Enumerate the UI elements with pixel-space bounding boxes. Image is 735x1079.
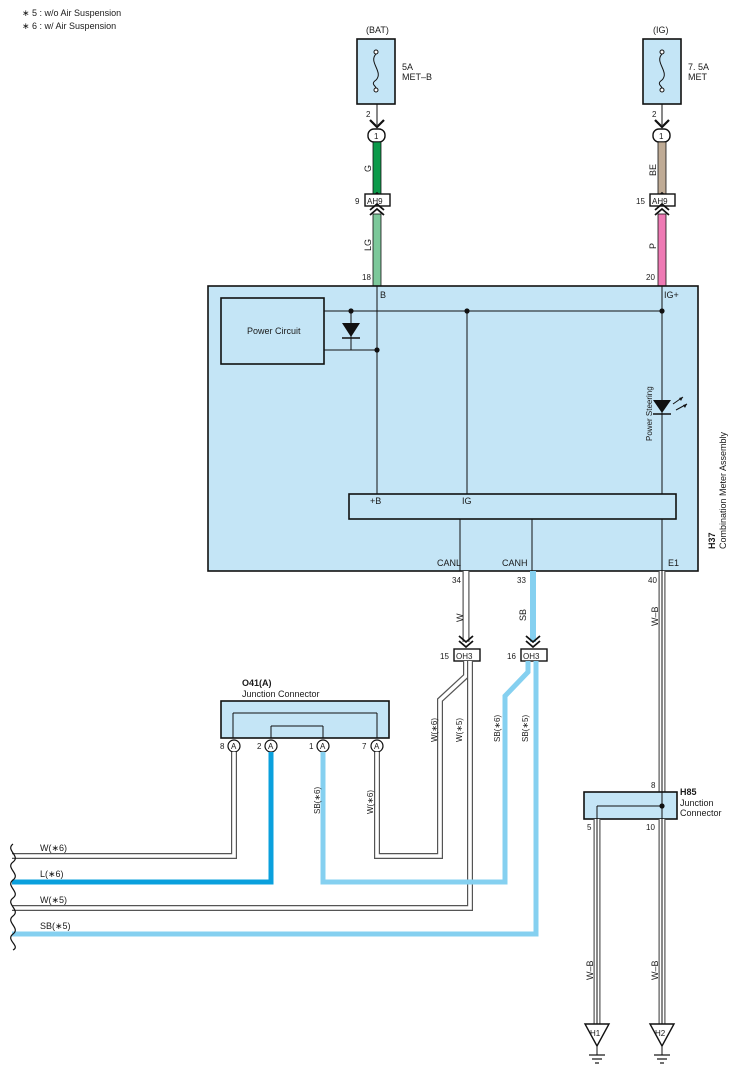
o41-code: O41(A) <box>242 678 272 688</box>
meter-pin-b-num: 18 <box>362 273 371 282</box>
power-circuit-block <box>220 297 325 365</box>
wire-canl-label: W <box>455 613 465 622</box>
wire-ground-h1-label: W–B <box>585 960 595 980</box>
wire-sb5-label-b: SB(∗5) <box>40 921 71 931</box>
wire-w5 <box>12 661 473 911</box>
o41-pin-7-letter: A <box>374 742 380 751</box>
ground-h1: H1 <box>583 1023 611 1064</box>
meter-pin-ig-num: 20 <box>646 273 655 282</box>
wire-g <box>372 141 382 195</box>
wire-sb6 <box>320 661 531 885</box>
wire-e1-label: W–B <box>650 606 660 626</box>
meter-pin-b: B <box>380 290 386 300</box>
wire-l6-label: L(∗6) <box>40 869 64 879</box>
h85-pin-8: 8 <box>651 781 656 790</box>
o41-pin-8-num: 8 <box>220 742 225 751</box>
fuse-ig-conn-pin: 1 <box>659 132 664 141</box>
o41-pin-1-num: 1 <box>309 742 314 751</box>
o41-pin-8-letter: A <box>231 742 237 751</box>
connector-ah9-left-pin: 9 <box>355 197 360 206</box>
fuse-ig: (IG) 7. 5A MET 2 <box>642 25 709 119</box>
wire-sb6-label-a: SB(∗6) <box>493 715 502 742</box>
o41-pin-2-letter: A <box>268 742 274 751</box>
connector-oh3-left-label: OH3 <box>456 652 473 661</box>
meter-ic-block <box>348 493 677 520</box>
fuse-bat-amp: 5A <box>402 62 413 72</box>
o41-body <box>220 700 390 739</box>
o41-pin-2-num: 2 <box>257 742 262 751</box>
wire-lg-label: LG <box>363 239 373 251</box>
meter-canh: CANH <box>502 558 528 568</box>
fuse-bat-pin: 2 <box>366 110 371 119</box>
wire-lg <box>372 213 382 287</box>
note-without-air-suspension: ∗ 5 : w/o Air Suspension <box>22 8 121 18</box>
wire-be <box>657 141 667 195</box>
wire-p-label: P <box>648 243 658 249</box>
wire-w5-label-a: W(∗5) <box>455 718 464 742</box>
wire-p <box>657 213 667 287</box>
wire-sb5 <box>12 661 539 937</box>
meter-canl-num: 34 <box>452 576 461 585</box>
connector-ah9-right <box>649 193 676 207</box>
meter-e1: E1 <box>668 558 679 568</box>
wire-w6-label-a: W(∗6) <box>430 718 439 742</box>
power-circuit-label: Power Circuit <box>247 326 301 336</box>
wire-canh-label: SB <box>518 609 528 621</box>
h85-name-1: Junction <box>680 798 714 808</box>
fuse-bat-source: (BAT) <box>366 25 389 35</box>
ground-h1-label: H1 <box>590 1029 601 1038</box>
connector-ah9-left <box>364 193 391 207</box>
wire-w6-label-b: W(∗6) <box>366 790 375 814</box>
meter-code: H37 <box>707 532 717 549</box>
wire-sb6-label-b: SB(∗6) <box>313 787 322 814</box>
connector-ah9-right-label: AH9 <box>652 197 668 206</box>
connector-ah9-left-label: AH9 <box>367 197 383 206</box>
wire-break-marks <box>10 843 16 951</box>
o41-name: Junction Connector <box>242 689 320 699</box>
power-steering-label: Power Steering <box>645 386 654 441</box>
note-with-air-suspension: ∗ 6 : w/ Air Suspension <box>22 21 116 31</box>
meter-name: Combination Meter Assembly <box>718 431 728 549</box>
connector-oh3-right-label: OH3 <box>523 652 540 661</box>
connector-ah9-right-pin: 15 <box>636 197 645 206</box>
h85-name-2: Connector <box>680 808 722 818</box>
h85-code: H85 <box>680 787 697 797</box>
wire-l6 <box>12 752 274 885</box>
ground-h2-label: H2 <box>655 1029 666 1038</box>
fuse-bat-conn-pin: 1 <box>374 132 379 141</box>
wire-w6-left <box>12 752 237 859</box>
fuse-bat: (BAT) 5A MET–B 2 <box>356 25 432 119</box>
wire-be-label: BE <box>648 164 658 176</box>
o41-pin-1-letter: A <box>320 742 326 751</box>
fuse-ig-pin: 2 <box>652 110 657 119</box>
meter-e1-num: 40 <box>648 576 657 585</box>
o41-pin-7-num: 7 <box>362 742 367 751</box>
fuse-ig-amp: 7. 5A <box>688 62 709 72</box>
meter-canh-num: 33 <box>517 576 526 585</box>
fuse-bat-name: MET–B <box>402 72 432 82</box>
fuse-ig-name: MET <box>688 72 708 82</box>
ic-pin-b: +B <box>370 496 381 506</box>
wire-ground-h2-label: W–B <box>650 960 660 980</box>
connector-oh3-right-pin: 16 <box>507 652 516 661</box>
h85-pin-5: 5 <box>587 823 592 832</box>
connector-oh3-left-pin: 15 <box>440 652 449 661</box>
wire-w5-label-b: W(∗5) <box>40 895 67 905</box>
wire-sb5-label-a: SB(∗5) <box>521 715 530 742</box>
wire-g-label: G <box>363 165 373 172</box>
wire-w6-left-label: W(∗6) <box>40 843 67 853</box>
h85-pin-10: 10 <box>646 823 655 832</box>
ground-h2: H2 <box>648 1023 676 1064</box>
meter-canl: CANL <box>437 558 461 568</box>
meter-pin-ig: IG+ <box>664 290 679 300</box>
ic-pin-ig: IG <box>462 496 472 506</box>
fuse-ig-source: (IG) <box>653 25 669 35</box>
